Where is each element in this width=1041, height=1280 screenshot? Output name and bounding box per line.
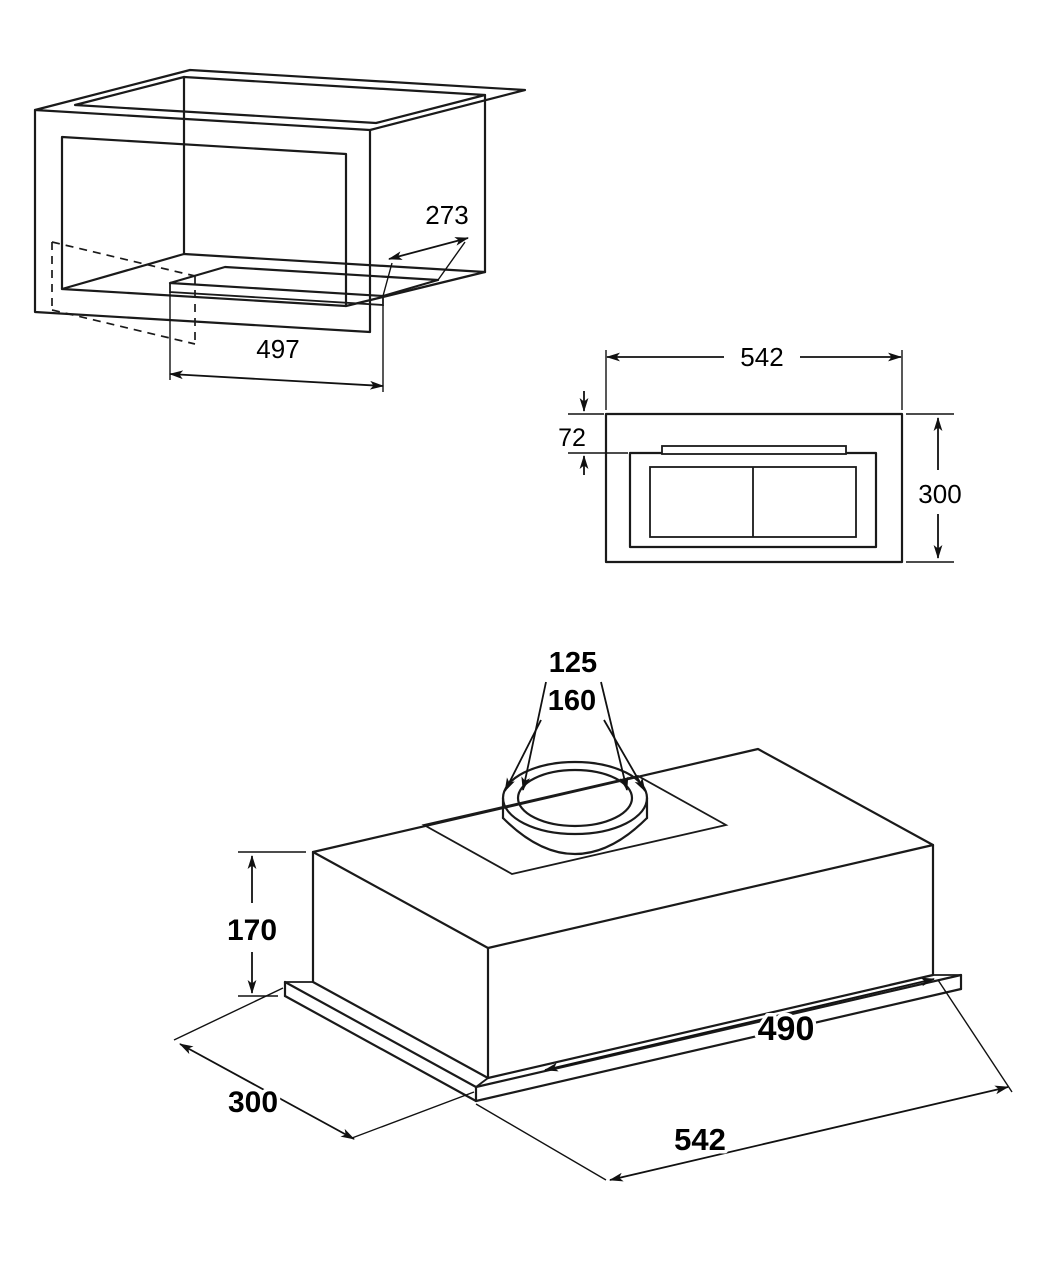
duct-mounting-plate — [421, 775, 729, 875]
dim-group-unit-height: 170 — [223, 851, 306, 997]
leader-duct-outer-right — [603, 719, 646, 792]
extension-line — [937, 979, 1013, 1093]
cutout-hole — [168, 265, 440, 298]
hidden-recess-outline — [51, 241, 196, 345]
line — [51, 309, 196, 345]
extension-line — [382, 262, 393, 297]
dim-group-plan-depth: 300 — [906, 413, 962, 563]
leader-duct-inner-left — [521, 681, 547, 791]
extension-line — [437, 241, 466, 281]
leader-duct-outer-left — [504, 719, 542, 792]
hood-right-face — [486, 843, 935, 1080]
dim-cutout-depth: 273 — [425, 200, 468, 230]
extension-line — [351, 1091, 475, 1139]
dim-arrow-unit-depth — [179, 1043, 355, 1140]
hood-left-face — [311, 850, 490, 1080]
dim-arrow-cutout-width — [169, 370, 384, 390]
dim-unit-body-width: 490 — [758, 1010, 815, 1048]
dim-plan-depth: 300 — [918, 479, 961, 509]
dim-arrow-unit-overall-width — [609, 1085, 1009, 1182]
dim-group-plan-width: 542 — [605, 342, 903, 410]
plan-front-strip — [661, 445, 847, 455]
cutout-hole-thickness — [169, 283, 384, 306]
interior-back-bottom-edge — [182, 252, 487, 274]
dim-group-cutout-width: 497 — [169, 292, 384, 392]
dim-arrow-unit-body-width — [544, 977, 935, 1072]
duct-collar-outer-ring — [501, 760, 649, 836]
cabinet-cutout-diagram: 273 497 — [33, 68, 527, 392]
dim-duct-inner: 125 — [549, 647, 597, 679]
extension-line — [475, 1103, 607, 1181]
dim-group-unit-depth: 300 — [173, 987, 475, 1140]
cabinet-top-face-outer — [33, 68, 527, 132]
dim-cutout-width: 497 — [256, 334, 299, 364]
dim-arrow-cutout-depth — [388, 237, 469, 260]
dim-group-unit-body-width: 490 — [544, 977, 935, 1072]
dim-unit-height: 170 — [227, 914, 277, 947]
line — [51, 241, 196, 277]
duct-collar-inner-ring — [516, 768, 634, 828]
dim-group-duct: 125 160 — [504, 644, 646, 792]
plan-view-diagram: 542 72 300 — [558, 342, 962, 564]
dim-unit-depth: 300 — [228, 1086, 278, 1119]
cabinet-front-opening — [60, 135, 348, 308]
dim-group-cutout-depth: 273 — [382, 200, 469, 297]
shelf-left-edge — [60, 252, 186, 291]
dim-unit-overall-width: 542 — [674, 1122, 726, 1157]
dim-plan-front-inset: 72 — [558, 424, 586, 452]
hood-flange — [283, 973, 963, 1103]
extension-line — [173, 987, 284, 1041]
duct-collar-base — [501, 816, 649, 856]
plan-cabinet-outline — [604, 412, 904, 564]
flange-join — [475, 1077, 489, 1088]
hood-unit-diagram: 125 160 170 300 490 — [173, 644, 1013, 1182]
shelf-right-edge — [344, 270, 487, 308]
dim-duct-outer: 160 — [548, 685, 596, 717]
duct-collar — [501, 760, 649, 856]
cabinet-front-face — [33, 108, 372, 334]
dim-group-plan-front-inset: 72 — [558, 391, 628, 475]
dim-plan-width: 542 — [740, 342, 783, 372]
dim-group-unit-overall-width: 542 — [475, 979, 1013, 1182]
flange-bottom-edge — [283, 987, 963, 1103]
